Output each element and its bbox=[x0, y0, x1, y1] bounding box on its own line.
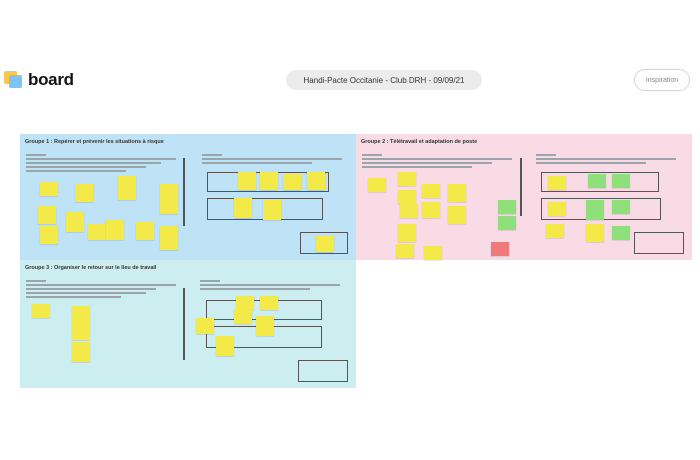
sticky-note-green[interactable] bbox=[612, 174, 630, 188]
group-1-area[interactable]: Groupe 1 : Repérer et prévenir les situa… bbox=[20, 134, 356, 260]
sticky-note[interactable] bbox=[196, 318, 214, 334]
group-3-title: Groupe 3 : Organiser le retour sur le li… bbox=[25, 265, 157, 271]
text-line bbox=[26, 170, 126, 172]
sticky-note[interactable] bbox=[586, 224, 604, 242]
group-2-area[interactable]: Groupe 2 : Télétravail et adaptation de … bbox=[356, 134, 692, 260]
sticky-note[interactable] bbox=[234, 310, 252, 324]
sticky-note[interactable] bbox=[40, 182, 58, 196]
text-line bbox=[26, 288, 156, 290]
sticky-note-green[interactable] bbox=[588, 174, 606, 188]
text-line bbox=[200, 280, 220, 282]
sticky-note[interactable] bbox=[260, 172, 278, 190]
sticky-note[interactable] bbox=[234, 198, 252, 218]
text-line bbox=[26, 284, 176, 286]
sticky-note[interactable] bbox=[422, 202, 440, 218]
sticky-note[interactable] bbox=[40, 226, 58, 244]
text-line bbox=[536, 162, 646, 164]
text-line bbox=[362, 166, 472, 168]
sticky-note[interactable] bbox=[260, 296, 278, 310]
frame-box[interactable] bbox=[541, 172, 659, 192]
sticky-note[interactable] bbox=[160, 184, 178, 214]
sticky-note[interactable] bbox=[316, 236, 334, 252]
text-line bbox=[26, 296, 121, 298]
divider-line bbox=[183, 288, 185, 360]
sticky-note[interactable] bbox=[263, 200, 281, 220]
text-line bbox=[362, 162, 492, 164]
sticky-note[interactable] bbox=[32, 304, 50, 318]
divider-line bbox=[183, 158, 185, 226]
text-line bbox=[26, 280, 46, 282]
text-line bbox=[200, 288, 310, 290]
sticky-note[interactable] bbox=[448, 184, 466, 202]
sticky-note-green[interactable] bbox=[498, 216, 516, 230]
text-line bbox=[362, 154, 382, 156]
sticky-note[interactable] bbox=[422, 184, 440, 198]
group-3-area[interactable]: Groupe 3 : Organiser le retour sur le li… bbox=[20, 260, 356, 388]
logo-icon bbox=[4, 71, 24, 89]
sticky-note[interactable] bbox=[548, 176, 566, 190]
sticky-note[interactable] bbox=[398, 190, 416, 204]
text-line bbox=[202, 154, 222, 156]
text-line bbox=[202, 162, 312, 164]
board-title[interactable]: Handi-Pacte Occitanie - Club DRH - 09/09… bbox=[286, 70, 482, 90]
text-line bbox=[26, 166, 146, 168]
sticky-note[interactable] bbox=[424, 246, 442, 260]
frame-box[interactable] bbox=[298, 360, 348, 382]
sticky-note[interactable] bbox=[548, 202, 566, 216]
sticky-note[interactable] bbox=[118, 176, 136, 200]
divider-line bbox=[520, 158, 522, 216]
text-line bbox=[362, 158, 512, 160]
sticky-note-red[interactable] bbox=[491, 242, 509, 256]
sticky-note-green[interactable] bbox=[586, 200, 604, 220]
sticky-note-green[interactable] bbox=[612, 200, 630, 214]
sticky-note[interactable] bbox=[136, 222, 154, 240]
sticky-note[interactable] bbox=[283, 174, 301, 190]
sticky-note-green[interactable] bbox=[612, 226, 630, 240]
sticky-note[interactable] bbox=[238, 172, 256, 190]
sticky-note[interactable] bbox=[72, 306, 90, 322]
sticky-note[interactable] bbox=[38, 206, 56, 224]
text-line bbox=[536, 158, 676, 160]
text-line bbox=[26, 158, 176, 160]
sticky-note[interactable] bbox=[88, 224, 106, 240]
inspiration-button[interactable]: Inspiration bbox=[634, 69, 690, 91]
sticky-note[interactable] bbox=[546, 224, 564, 238]
text-line bbox=[26, 292, 146, 294]
group-1-title: Groupe 1 : Repérer et prévenir les situa… bbox=[25, 139, 164, 145]
sticky-note[interactable] bbox=[256, 316, 274, 336]
sticky-note[interactable] bbox=[75, 184, 93, 202]
sticky-note[interactable] bbox=[400, 204, 418, 218]
text-line bbox=[26, 162, 161, 164]
sticky-note[interactable] bbox=[398, 172, 416, 186]
group-2-title: Groupe 2 : Télétravail et adaptation de … bbox=[361, 139, 478, 145]
sticky-note[interactable] bbox=[307, 172, 325, 190]
sticky-note[interactable] bbox=[396, 244, 414, 258]
sticky-note[interactable] bbox=[368, 178, 386, 192]
board-logo[interactable]: board bbox=[4, 70, 74, 90]
logo-text: board bbox=[28, 70, 74, 89]
sticky-note[interactable] bbox=[72, 322, 90, 340]
sticky-note[interactable] bbox=[398, 224, 416, 242]
text-line bbox=[202, 158, 342, 160]
frame-box[interactable] bbox=[634, 232, 684, 254]
sticky-note[interactable] bbox=[106, 220, 124, 240]
sticky-note[interactable] bbox=[236, 296, 254, 310]
sticky-note[interactable] bbox=[216, 336, 234, 356]
sticky-note[interactable] bbox=[448, 206, 466, 224]
text-line bbox=[200, 284, 340, 286]
frame-box[interactable] bbox=[300, 232, 348, 254]
text-line bbox=[26, 154, 46, 156]
text-line bbox=[536, 154, 556, 156]
sticky-note[interactable] bbox=[160, 226, 178, 250]
sticky-note-green[interactable] bbox=[498, 200, 516, 214]
sticky-note[interactable] bbox=[72, 342, 90, 362]
sticky-note[interactable] bbox=[66, 212, 84, 232]
